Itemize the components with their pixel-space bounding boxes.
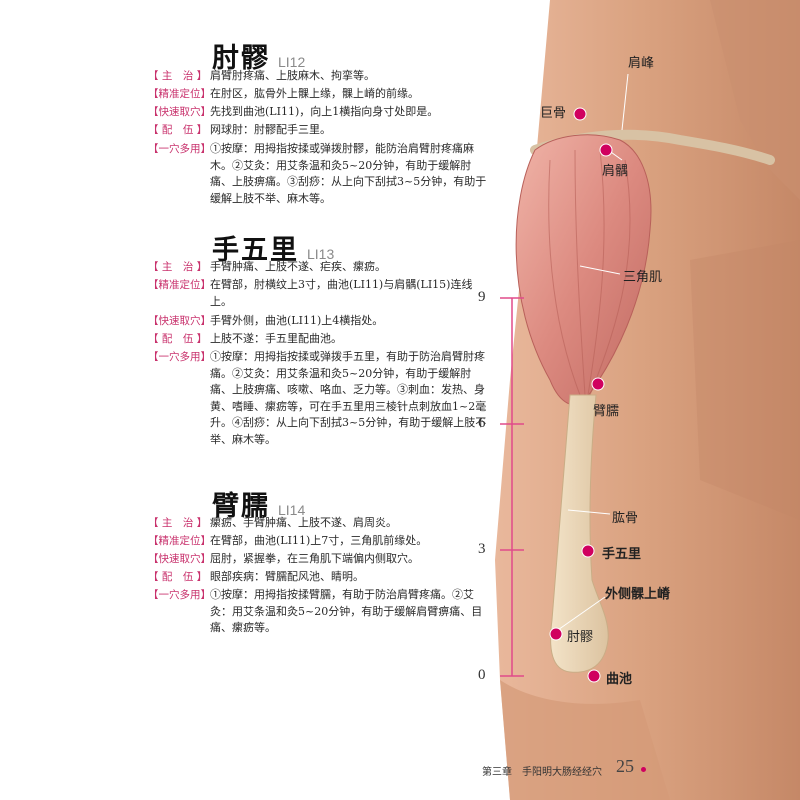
label-jianfeng: 肩峰 bbox=[628, 56, 655, 71]
row-multi-use: 【一穴多用】 ①按摩：用拇指按揉或弹拨手五里，有助于防治肩臂肘疼痛。②艾灸：用艾… bbox=[148, 349, 488, 448]
label-gonggu: 肱骨 bbox=[612, 511, 639, 526]
row-label: 【精准定位】 bbox=[148, 279, 211, 291]
label-jianyu: 肩髃 bbox=[602, 164, 629, 179]
point-zhouliao bbox=[549, 627, 563, 641]
leader-jianfeng bbox=[621, 73, 629, 131]
leader-waicekeshangji bbox=[554, 596, 606, 633]
row-text: 手臂肿痛、上肢不遂、疟疾、瘰疬。 bbox=[210, 260, 386, 273]
ruler-tick-label: 3 bbox=[478, 541, 486, 557]
row-text: ①按摩：用拇指按揉臂臑，有助于防治肩臂疼痛。②艾灸：用艾条温和灸5~20分钟，有… bbox=[210, 588, 483, 634]
row-location: 【精准定位】 在肘区，肱骨外上髁上缘，髁上嵴的前缘。 bbox=[148, 86, 488, 103]
page-dot-icon bbox=[641, 767, 646, 772]
label-zhouliao: 肘髎 bbox=[567, 630, 594, 645]
ruler-tick-label: 6 bbox=[478, 415, 486, 431]
row-label: 【快速取穴】 bbox=[148, 553, 211, 565]
ruler-tick-label: 9 bbox=[478, 289, 486, 305]
row-label: 【一穴多用】 bbox=[148, 589, 211, 601]
row-indications: 【 主 治 】 手臂肿痛、上肢不遂、疟疾、瘰疬。 bbox=[148, 259, 488, 276]
row-text: 在肘区，肱骨外上髁上缘，髁上嵴的前缘。 bbox=[210, 87, 419, 100]
row-text: 在臂部，曲池(LI11)上7寸，三角肌前缘处。 bbox=[210, 534, 428, 547]
deltoid-muscle bbox=[515, 134, 652, 406]
point-code: LI13 bbox=[307, 246, 335, 262]
label-waicekeshangji: 外侧髁上嵴 bbox=[605, 587, 671, 602]
muscle-fiber bbox=[589, 159, 631, 396]
humerus-bone bbox=[550, 394, 609, 673]
muscle-fiber bbox=[587, 149, 605, 396]
row-label: 【精准定位】 bbox=[148, 535, 211, 547]
point-name: 手五里 bbox=[212, 235, 299, 266]
chest-shade bbox=[690, 240, 800, 520]
forearm-skin bbox=[500, 680, 670, 800]
leader-gonggu bbox=[567, 509, 611, 515]
label-binao: 臂臑 bbox=[593, 404, 620, 419]
row-text: 屈肘，紧握拳，在三角肌下端偏内侧取穴。 bbox=[210, 552, 419, 565]
row-multi-use: 【一穴多用】 ①按摩：用拇指按揉臂臑，有助于防治肩臂疼痛。②艾灸：用艾条温和灸5… bbox=[148, 587, 488, 637]
point-code: LI14 bbox=[278, 502, 306, 518]
point-jugu bbox=[573, 107, 587, 121]
point-title-shouwuli: 手五里 LI13 bbox=[212, 228, 334, 267]
row-text: 先找到曲池(LI11)，向上1横指向身寸处即是。 bbox=[210, 105, 439, 118]
point-code: LI12 bbox=[278, 54, 306, 70]
arm-illustration bbox=[495, 0, 800, 800]
leader-sanjiaoji bbox=[579, 265, 621, 275]
row-text: 眼部疾病：臂臑配风池、睛明。 bbox=[210, 570, 364, 583]
row-text: 在臂部，肘横纹上3寸，曲池(LI11)与肩髃(LI15)连线上。 bbox=[210, 278, 473, 308]
row-quick-locate: 【快速取穴】 手臂外侧，曲池(LI11)上4横指处。 bbox=[148, 313, 488, 330]
row-quick-locate: 【快速取穴】 先找到曲池(LI11)，向上1横指向身寸处即是。 bbox=[148, 104, 488, 121]
neck-shade bbox=[710, 0, 800, 200]
row-label: 【 配 伍 】 bbox=[148, 571, 208, 583]
label-shouwuli: 手五里 bbox=[602, 547, 642, 562]
muscle-fiber bbox=[548, 159, 581, 396]
row-indications: 【 主 治 】 瘰疬、手臂肿痛、上肢不遂、肩周炎。 bbox=[148, 515, 488, 532]
row-label: 【 主 治 】 bbox=[148, 261, 208, 273]
row-label: 【精准定位】 bbox=[148, 88, 211, 100]
point-quchi bbox=[587, 669, 601, 683]
row-label: 【一穴多用】 bbox=[148, 351, 211, 363]
row-combination: 【 配 伍 】 眼部疾病：臂臑配风池、睛明。 bbox=[148, 569, 488, 586]
label-sanjiaoji: 三角肌 bbox=[623, 270, 663, 285]
row-label: 【 配 伍 】 bbox=[148, 333, 208, 345]
row-location: 【精准定位】 在臂部，曲池(LI11)上7寸，三角肌前缘处。 bbox=[148, 533, 488, 550]
point-jianyu bbox=[599, 143, 613, 157]
row-text: ①按摩：用拇指按揉或弹拨肘髎，能防治肩臂肘疼痛麻木。②艾灸：用艾条温和灸5~20… bbox=[210, 142, 487, 205]
point-name: 肘髎 bbox=[212, 43, 270, 74]
row-label: 【 配 伍 】 bbox=[148, 124, 208, 136]
row-text: 瘰疬、手臂肿痛、上肢不遂、肩周炎。 bbox=[210, 516, 397, 529]
point-title-binao: 臂臑 LI14 bbox=[212, 484, 305, 523]
point-name: 臂臑 bbox=[212, 491, 270, 522]
row-label: 【快速取穴】 bbox=[148, 315, 211, 327]
row-label: 【 主 治 】 bbox=[148, 517, 208, 529]
row-combination: 【 配 伍 】 上肢不遂：手五里配曲池。 bbox=[148, 331, 488, 348]
row-label: 【一穴多用】 bbox=[148, 143, 211, 155]
page-number: 25 bbox=[616, 756, 634, 776]
row-label: 【快速取穴】 bbox=[148, 106, 211, 118]
label-jugu: 巨骨 bbox=[540, 106, 567, 121]
row-multi-use: 【一穴多用】 ①按摩：用拇指按揉或弹拨肘髎，能防治肩臂肘疼痛麻木。②艾灸：用艾条… bbox=[148, 141, 488, 207]
row-combination: 【 配 伍 】 网球肘：肘髎配手三里。 bbox=[148, 122, 488, 139]
arm-anatomy-figure: 肩峰 巨骨 肩髃 三角肌 臂臑 肱骨 手五里 外侧髁上嵴 肘髎 曲池 9 6 3… bbox=[440, 0, 800, 800]
label-quchi: 曲池 bbox=[606, 672, 633, 687]
row-text: 手臂外侧，曲池(LI11)上4横指处。 bbox=[210, 314, 384, 327]
row-quick-locate: 【快速取穴】 屈肘，紧握拳，在三角肌下端偏内侧取穴。 bbox=[148, 551, 488, 568]
point-binao bbox=[591, 377, 605, 391]
row-text: 上肢不遂：手五里配曲池。 bbox=[210, 332, 342, 345]
row-indications: 【 主 治 】 肩臂肘疼痛、上肢麻木、拘挛等。 bbox=[148, 68, 488, 85]
row-text: 网球肘：肘髎配手三里。 bbox=[210, 123, 331, 136]
row-text: ①按摩：用拇指按揉或弹拨手五里，有助于防治肩臂肘疼痛。②艾灸：用艾条温和灸5~2… bbox=[210, 350, 487, 446]
muscle-fiber bbox=[574, 149, 586, 396]
row-location: 【精准定位】 在臂部，肘横纹上3寸，曲池(LI11)与肩髃(LI15)连线上。 bbox=[148, 277, 488, 310]
row-text: 肩臂肘疼痛、上肢麻木、拘挛等。 bbox=[210, 69, 375, 82]
point-title-zhouliao: 肘髎 LI12 bbox=[212, 36, 305, 75]
chapter-footer: 第三章 手阳明大肠经经穴 bbox=[482, 767, 602, 778]
point-shouwuli bbox=[581, 544, 595, 558]
ruler-tick-label: 0 bbox=[478, 667, 486, 683]
row-label: 【 主 治 】 bbox=[148, 70, 208, 82]
